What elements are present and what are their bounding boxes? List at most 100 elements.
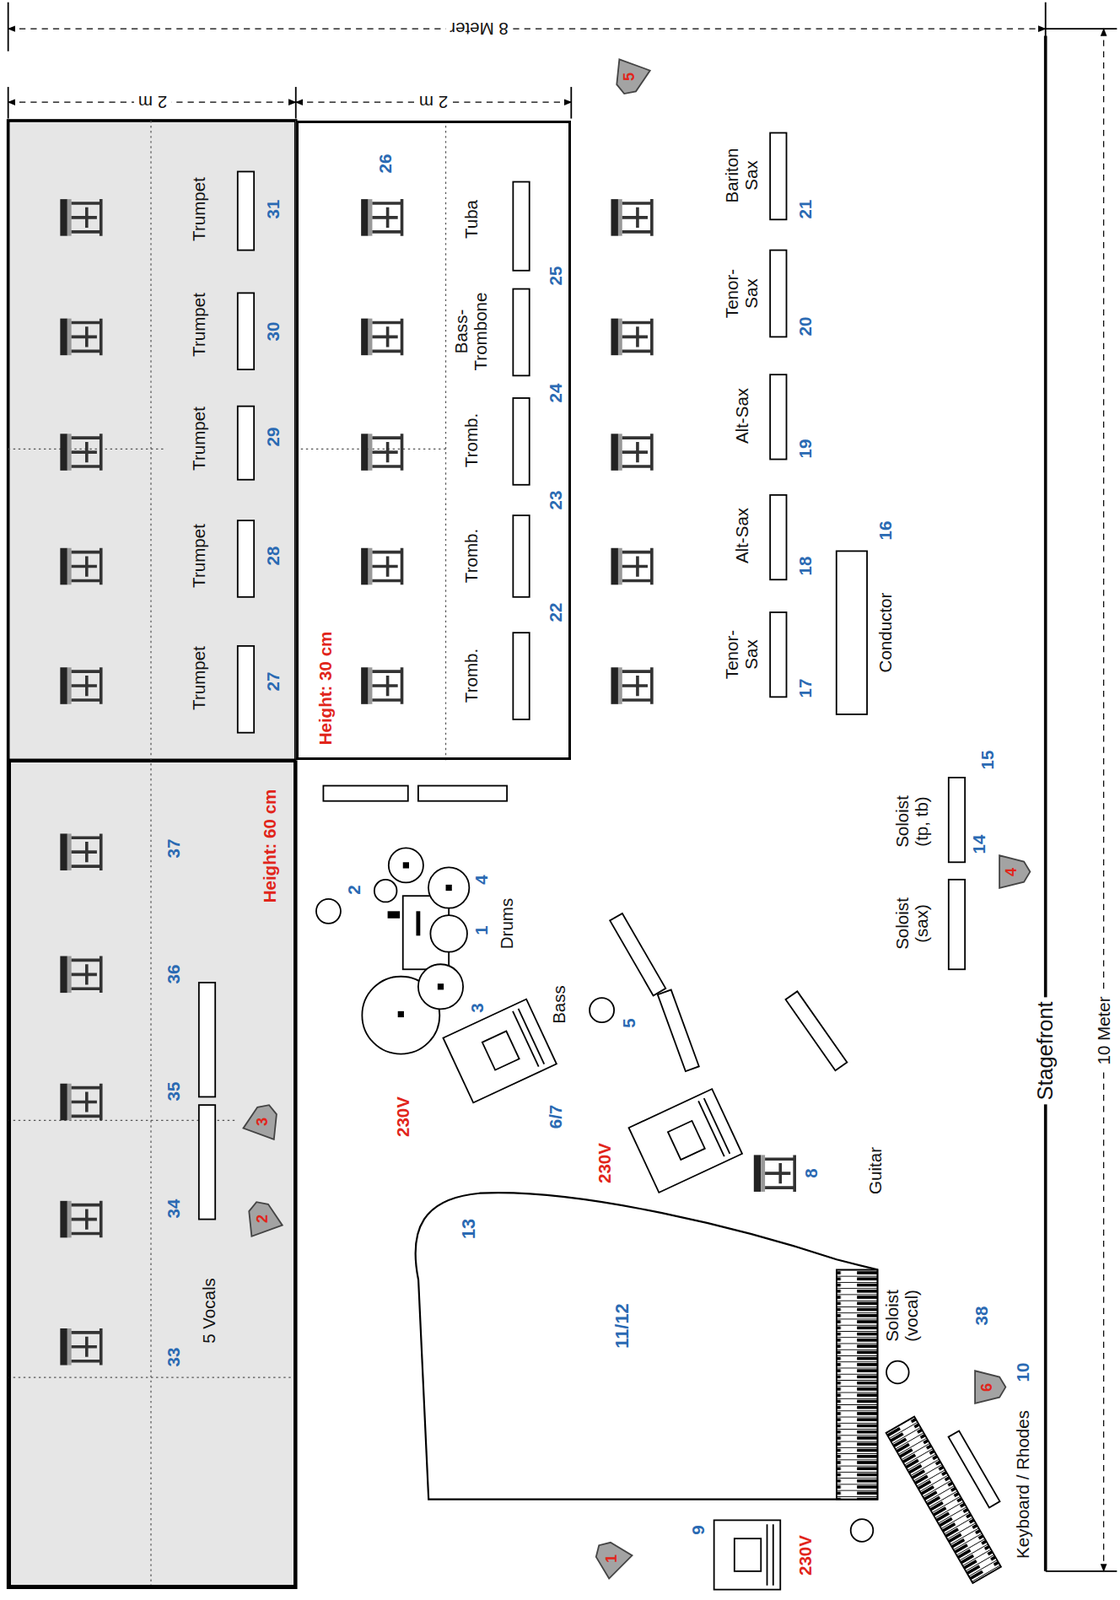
- drum-circle: [388, 847, 424, 883]
- stage-label: 2 m: [414, 92, 453, 113]
- stage-rect: [770, 250, 787, 338]
- stage-rect: [770, 133, 787, 221]
- callout-number: 6/7: [546, 1104, 566, 1130]
- stage-label: Alt-Sax: [732, 507, 753, 564]
- stage-rect: [442, 999, 556, 1104]
- stage-rect: [237, 406, 254, 480]
- dimension-line: [1045, 27, 1118, 30]
- dimension-line: [570, 86, 572, 119]
- callout-number: 2: [344, 884, 364, 894]
- chair-icon: [59, 1083, 101, 1121]
- stage-rect: [948, 777, 965, 862]
- callout-number: 22: [546, 602, 566, 622]
- callout-number: 13: [458, 1218, 480, 1239]
- chair-icon: [360, 548, 402, 586]
- shape-group: [316, 847, 910, 1541]
- shape-group: [199, 133, 1001, 1508]
- monitor-number: 3: [254, 1117, 272, 1126]
- shape-group: [714, 1519, 781, 1589]
- chair-icon: [610, 433, 652, 471]
- dimension-line: [1044, 36, 1048, 1572]
- callout-number: 35: [163, 1082, 184, 1102]
- dimension-line: [7, 2, 10, 52]
- monitor-number: 1: [603, 1554, 621, 1563]
- chair-icon: [59, 956, 101, 994]
- chair-icon: [360, 199, 402, 237]
- monitor-number: 6: [979, 1383, 997, 1392]
- stage-label: 230V: [796, 1534, 816, 1576]
- stage-label: Soloist (tp, tb): [893, 784, 932, 858]
- outline-path: [512, 1008, 544, 1067]
- callout-number: 5: [619, 1017, 640, 1028]
- stage-label: Tenor- Sax: [723, 263, 762, 324]
- riser-platform: Height: 60 cm 3 2: [8, 759, 297, 1588]
- stage-rect: [237, 520, 254, 598]
- monitor-number: 2: [254, 1214, 272, 1223]
- stage-label: Bariton Sax: [723, 142, 762, 210]
- wedge-shape: [974, 1371, 1006, 1405]
- callout-number: 20: [796, 317, 816, 337]
- stage-rect: [629, 1088, 743, 1193]
- stage-rect: [446, 884, 453, 891]
- chair-icon: [59, 667, 101, 705]
- stage-rect: [667, 1120, 706, 1160]
- monitor-wedge: 2: [240, 1196, 286, 1242]
- stage-label: Alt-Sax: [732, 387, 753, 444]
- callout-number: 24: [546, 382, 566, 403]
- monitor-wedge: 3: [240, 1099, 286, 1145]
- monitor-wedge: 1: [589, 1535, 635, 1581]
- outline-path: [767, 1523, 774, 1586]
- callout-number: 28: [263, 546, 284, 566]
- callout-number: 3: [468, 1002, 488, 1013]
- chair-icon: [753, 1154, 795, 1192]
- stage-label: 10 Meter: [1093, 991, 1114, 1069]
- stage-label: Trumpet: [189, 523, 210, 588]
- callout-number: 17: [796, 678, 816, 699]
- stage-rect: [734, 1538, 761, 1572]
- dimension-line: [7, 86, 10, 119]
- dimension-line: [295, 86, 297, 119]
- shape-group: [59, 199, 795, 1365]
- stage-label: Tromb.: [461, 528, 481, 583]
- callout-number: 34: [163, 1199, 184, 1219]
- stage-label: 8 Meter: [446, 19, 513, 39]
- stage-label: 230V: [393, 1096, 413, 1137]
- stage-rect: [8, 120, 297, 1588]
- callout-number: 15: [977, 750, 997, 770]
- stage-rect: [398, 1011, 404, 1018]
- chair-icon: [360, 433, 402, 471]
- stage-label: Tenor- Sax: [723, 624, 762, 684]
- monitor-number: 5: [621, 72, 639, 81]
- chair-icon: [360, 318, 402, 356]
- callout-number: 31: [263, 199, 284, 220]
- callout-number: 30: [263, 322, 284, 342]
- drum-circle: [886, 1361, 910, 1384]
- callout-number: 8: [801, 1168, 821, 1178]
- stage-rect: [403, 861, 410, 868]
- callout-number: 37: [163, 839, 184, 859]
- riser-height: Height: 60 cm: [260, 789, 280, 904]
- callout-number: 36: [163, 964, 184, 985]
- callout-number: 23: [546, 490, 566, 510]
- chair-icon: [59, 1328, 101, 1366]
- drum-circle: [428, 866, 469, 908]
- callout-number: 9: [689, 1524, 709, 1535]
- callout-number: 16: [876, 520, 896, 540]
- drum-circle: [850, 1518, 874, 1542]
- wedge-shape: [589, 1535, 633, 1579]
- outline-path: [414, 1193, 878, 1500]
- monitor-wedge: 5: [608, 53, 653, 99]
- callout-number: 29: [263, 426, 284, 447]
- drum-circle: [316, 899, 341, 924]
- dimension-line: [150, 120, 151, 1588]
- drum-circle: [374, 879, 398, 903]
- stage-rect: [836, 1270, 878, 1500]
- chair-icon: [360, 667, 402, 705]
- callout-number: 27: [263, 671, 284, 691]
- stage-label: 230V: [595, 1142, 615, 1184]
- dimension-line: [8, 28, 1046, 30]
- outline-path: [698, 1098, 730, 1157]
- chair-icon: [610, 318, 652, 356]
- stage-rect: [199, 982, 216, 1097]
- monitor-wedge: 6: [964, 1364, 1010, 1410]
